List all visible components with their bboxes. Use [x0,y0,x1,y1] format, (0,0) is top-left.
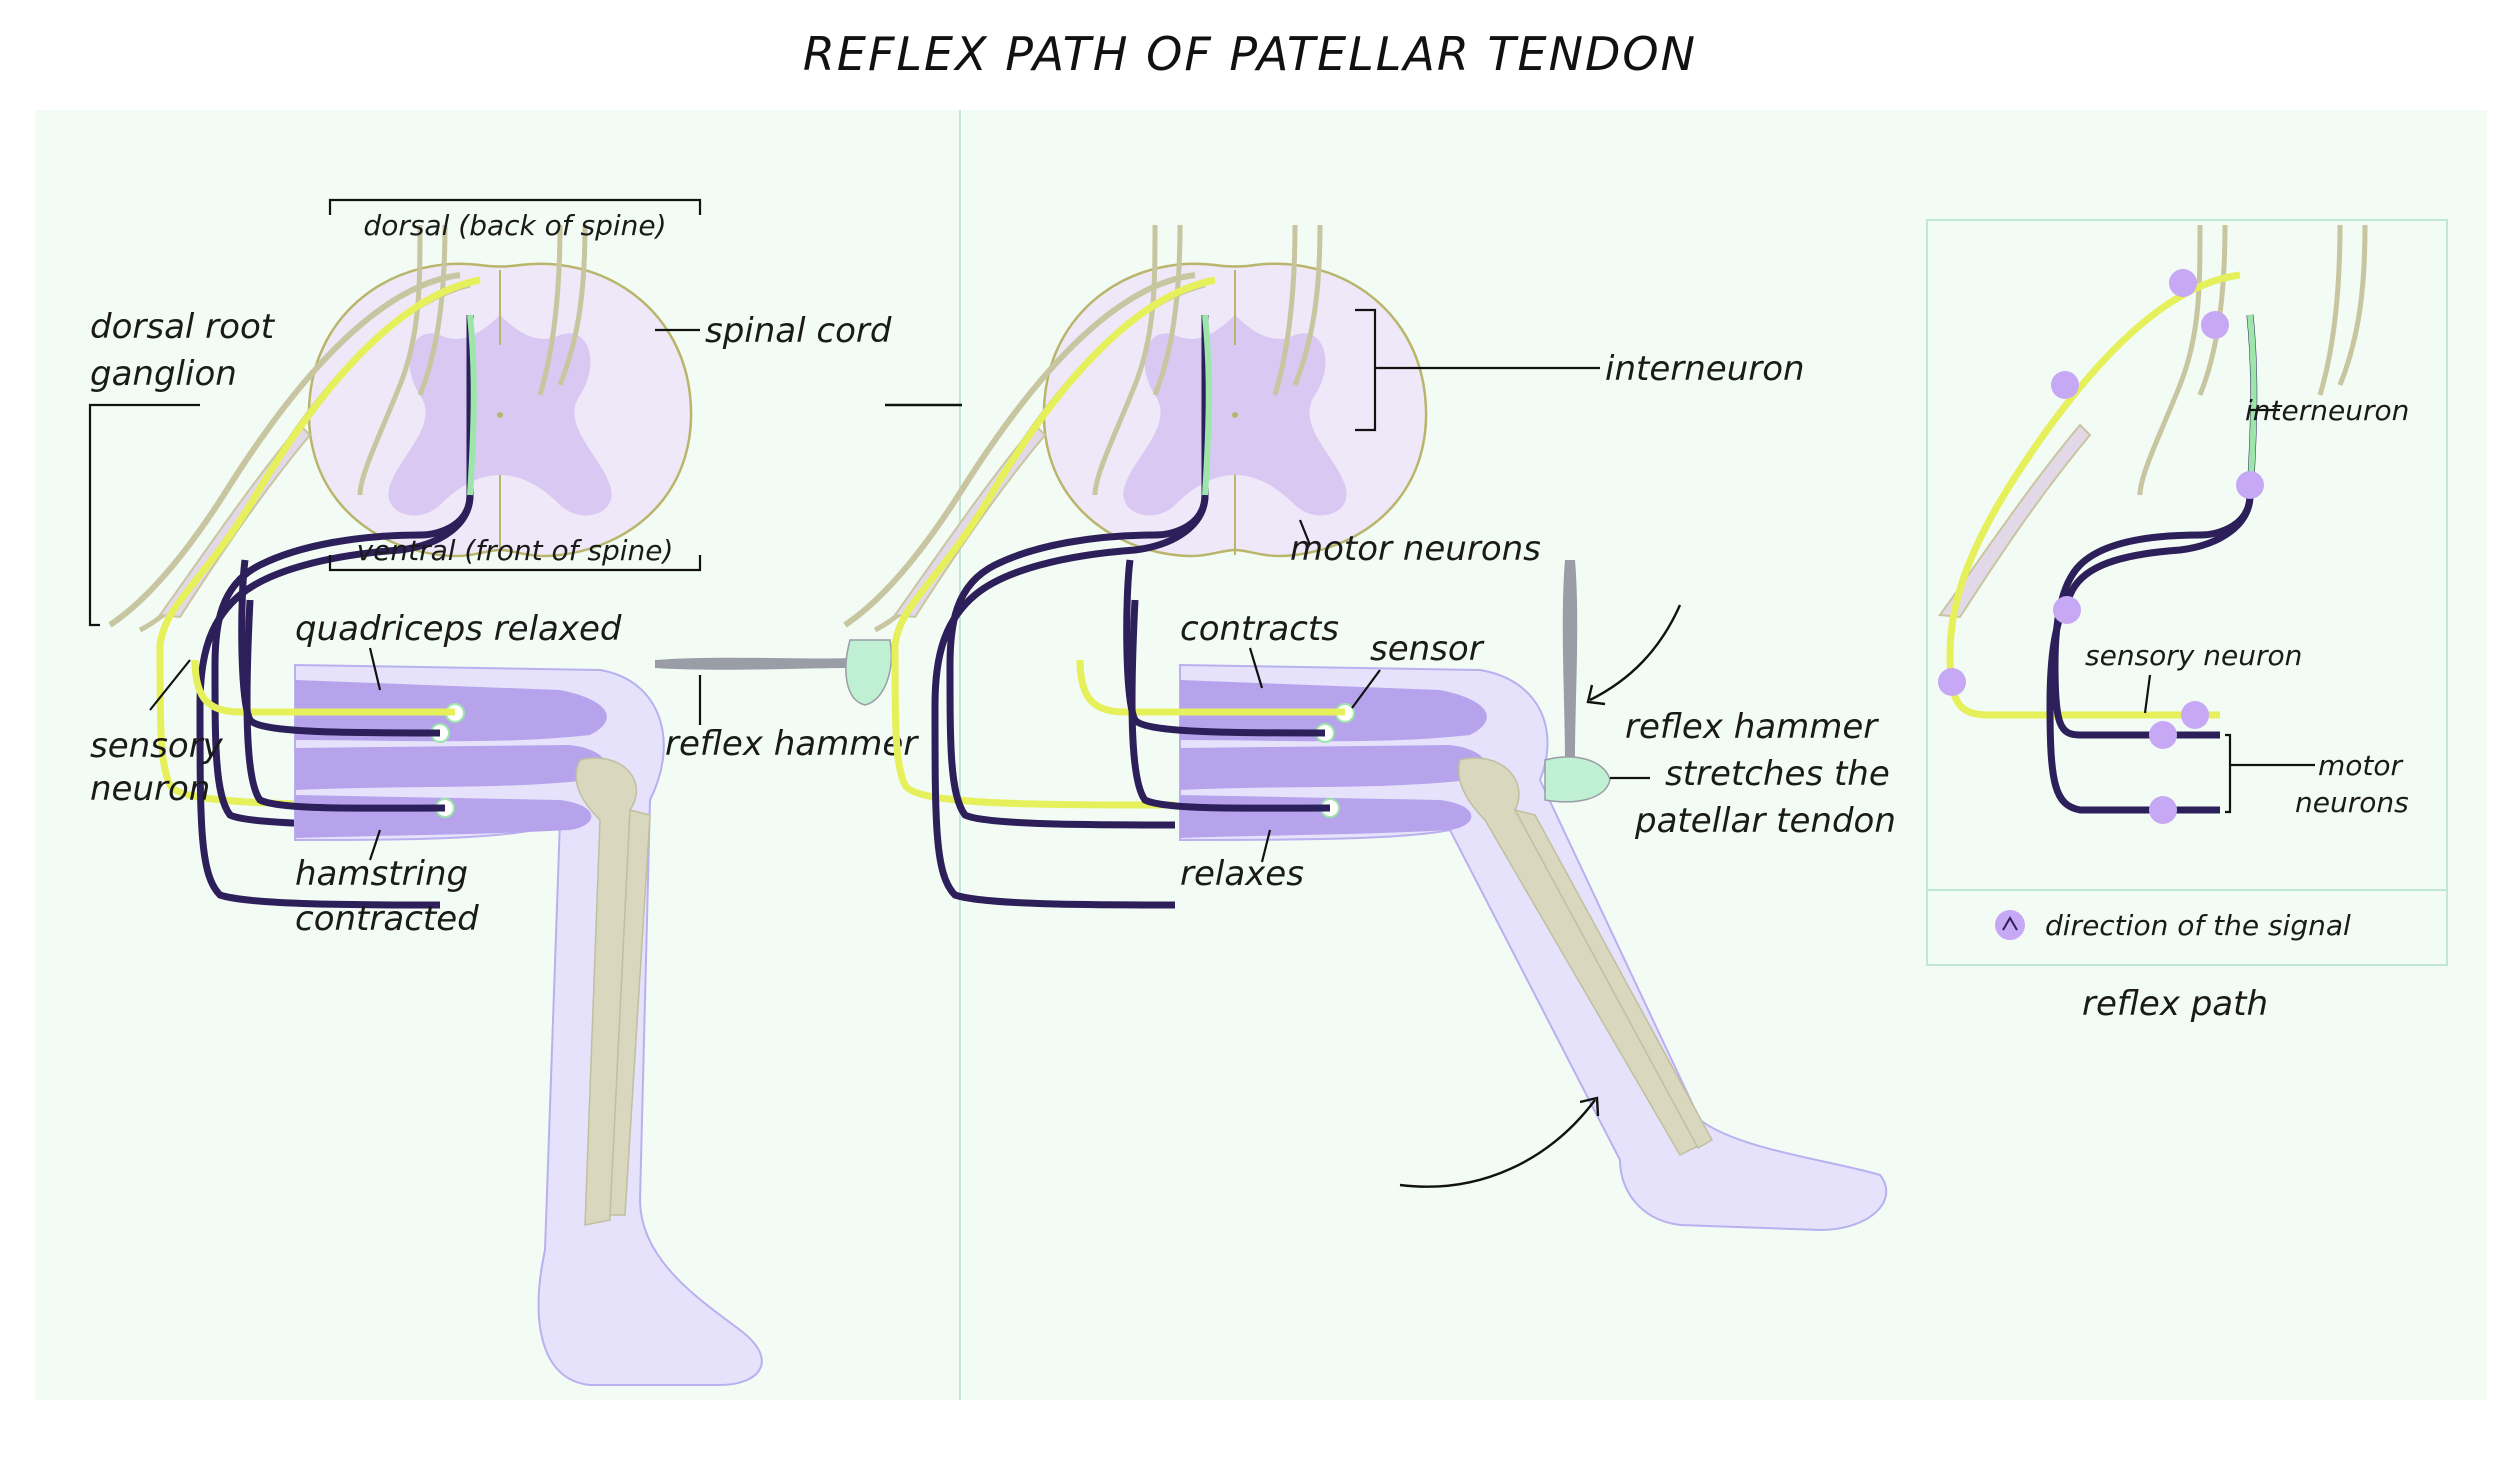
left-sensory-neuron [191,659,455,716]
ganglion-bracket [88,403,200,627]
contracts-leader [1248,647,1264,689]
right-label-motor-2: neurons [2295,786,2409,819]
diagram-title: REFLEX PATH OF PATELLAR TENDON [803,27,1697,81]
label-contracts: contracts [1180,609,1339,649]
signal-direction-icon [2053,596,2081,624]
label-sensor: sensor [1370,629,1485,669]
right-label-motor-1: motor [2318,749,2404,782]
right-motor-bracket [2225,733,2232,814]
signal-direction-icon-glyph [2002,916,2018,931]
relaxes-leader [1260,829,1272,863]
signal-direction-icon [2236,471,2264,499]
middle-motor-neuron-hamstring [1128,599,1331,812]
label-dorsal: dorsal (back of spine) [363,209,666,242]
right-sensory-leader [2143,674,2152,714]
sensor-leader [1351,669,1381,709]
signal-direction-icon [2051,371,2079,399]
label-quadriceps: quadriceps relaxed [295,609,622,649]
motor-neurons-leader [1298,519,1312,546]
signal-direction-icon [2169,269,2197,297]
signal-direction-icon [1938,668,1966,696]
sensory-leader [149,659,191,711]
label-ganglion-1: dorsal root [90,307,276,347]
right-reflex-path [1938,224,2368,824]
right-panel-bg [1922,110,2487,1400]
signal-direction-icon [2149,721,2177,749]
left-motor-neuron-hamstring [243,599,446,812]
leg-motion-arrow [1399,1099,1596,1188]
signal-direction-icon [2149,796,2177,824]
reflex-hammer-icon [1544,560,1611,803]
signal-direction-icon [2201,311,2229,339]
hamstring-leader [368,829,382,861]
signal-direction-icon [2181,701,2209,729]
label-spinal-cord: spinal cord [705,311,892,351]
label-motor-neurons: motor neurons [1290,529,1541,569]
label-hammer-2: stretches the [1665,754,1890,794]
label-ventral: ventral (front of spine) [357,534,674,567]
label-hammer-3: patellar tendon [1634,801,1896,841]
hammer-motion-arrow [1589,604,1682,702]
label-hammer-1: reflex hammer [1625,707,1879,747]
middle-leg [1179,663,1888,1232]
label-ganglion-2: ganglion [90,354,237,394]
label-relaxes: relaxes [1180,854,1304,894]
reflex-hammer-icon [655,639,892,706]
right-label-interneuron: interneuron [2245,394,2409,427]
interneuron-bracket [1355,308,1377,432]
hammer-motion-arrow-head [1586,684,1606,706]
label-hamstring-1: hamstring [295,854,468,894]
right-label-sensory-neuron: sensory neuron [2085,639,2302,672]
leg-motion-arrow-head [1579,1096,1600,1117]
dorsal-bracket [328,198,702,215]
middle-sensory-neuron [1076,659,1345,716]
legend-label: direction of the signal [2045,909,2351,942]
ventral-bracket [328,555,702,572]
right-caption: reflex path [2082,984,2268,1024]
label-sensory-1: sensory [90,726,224,766]
quadriceps-leader [368,647,382,691]
label-hamstring-2: contracted [295,899,479,939]
reflex-path-frame [1926,219,2448,966]
signal-direction-icon [1995,910,2025,940]
label-interneuron: interneuron [1605,349,1805,389]
label-sensory-2: neuron [90,769,210,809]
label-reflex-hammer: reflex hammer [665,724,919,764]
